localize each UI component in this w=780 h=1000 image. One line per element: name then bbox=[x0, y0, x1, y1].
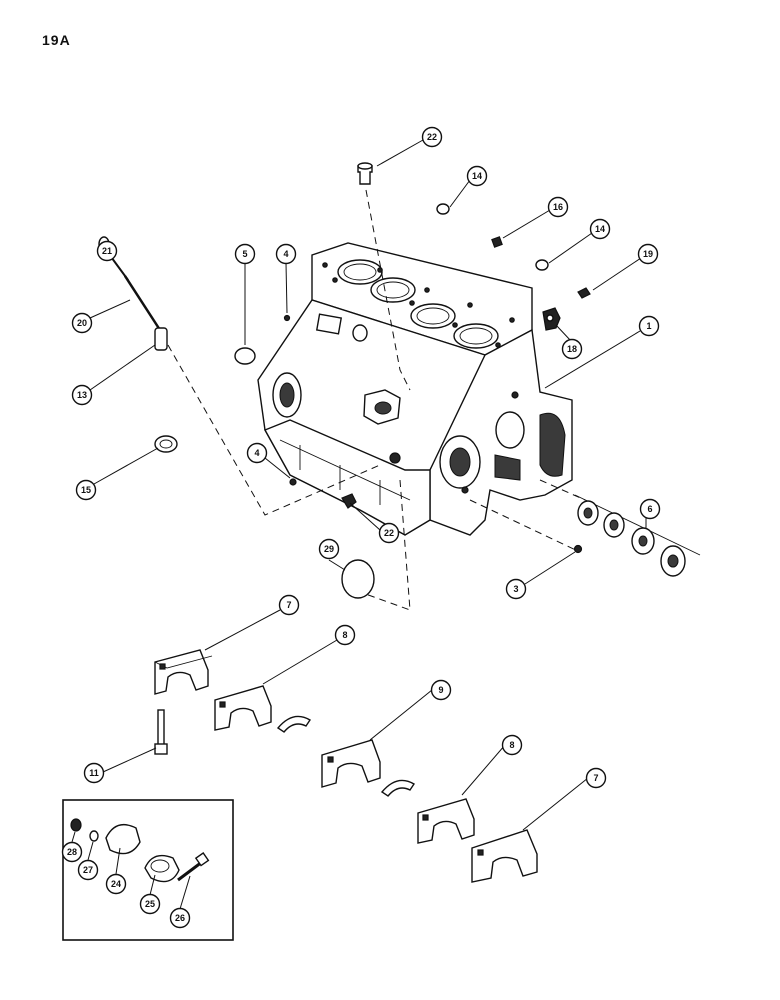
callout-11: 11 bbox=[83, 762, 105, 784]
callout-14: 14 bbox=[589, 218, 611, 240]
svg-text:5: 5 bbox=[242, 249, 247, 259]
svg-text:19: 19 bbox=[643, 249, 653, 259]
svg-text:7: 7 bbox=[593, 773, 598, 783]
svg-text:22: 22 bbox=[427, 132, 437, 142]
part-27-washer bbox=[89, 830, 99, 842]
svg-text:9: 9 bbox=[438, 685, 443, 695]
part-6-cam-bearings bbox=[574, 494, 701, 577]
svg-text:3: 3 bbox=[513, 584, 518, 594]
part-14-plug-lower bbox=[535, 259, 549, 271]
svg-text:14: 14 bbox=[472, 171, 482, 181]
svg-text:29: 29 bbox=[324, 544, 334, 554]
part-7-bearing-cap-front bbox=[154, 649, 213, 695]
thrust-washer-lower bbox=[380, 779, 415, 797]
part-9-bearing-cap-center bbox=[321, 739, 381, 788]
svg-text:4: 4 bbox=[254, 448, 259, 458]
callout-25: 25 bbox=[139, 893, 161, 915]
part-7-bearing-cap-rear bbox=[471, 829, 538, 883]
inset-box bbox=[62, 799, 234, 941]
svg-text:13: 13 bbox=[77, 390, 87, 400]
callout-15: 15 bbox=[75, 479, 97, 501]
part-3-plug bbox=[573, 544, 583, 554]
leader-lines bbox=[71, 139, 647, 910]
part-29-plug bbox=[341, 559, 375, 599]
svg-text:20: 20 bbox=[77, 318, 87, 328]
svg-text:28: 28 bbox=[67, 847, 77, 857]
svg-text:1: 1 bbox=[646, 321, 651, 331]
callout-24: 24 bbox=[105, 873, 127, 895]
callout-28: 28 bbox=[61, 841, 83, 863]
svg-text:4: 4 bbox=[283, 249, 288, 259]
callout-18: 18 bbox=[561, 338, 583, 360]
callout-1: 1 bbox=[638, 315, 660, 337]
part-18-fitting bbox=[542, 307, 561, 331]
part-5-plug bbox=[234, 347, 256, 365]
svg-text:27: 27 bbox=[83, 865, 93, 875]
callouts: 22 14 16 14 19 18 1 5 4 21 20 13 15 4 22… bbox=[61, 126, 661, 929]
callout-23: 22 bbox=[378, 522, 400, 544]
callout-26: 26 bbox=[169, 907, 191, 929]
callout-7: 7 bbox=[585, 767, 607, 789]
callout-4: 4 bbox=[275, 243, 297, 265]
part-8-bearing-cap-front bbox=[214, 685, 272, 731]
callout-4: 4 bbox=[246, 442, 268, 464]
callout-9: 9 bbox=[430, 679, 452, 701]
callout-8: 8 bbox=[501, 734, 523, 756]
callout-6: 6 bbox=[639, 498, 661, 520]
part-23-fitting bbox=[341, 493, 357, 509]
callout-19: 19 bbox=[637, 243, 659, 265]
svg-text:8: 8 bbox=[342, 630, 347, 640]
callout-5: 5 bbox=[234, 243, 256, 265]
part-26-bolt bbox=[177, 852, 210, 882]
svg-text:18: 18 bbox=[567, 344, 577, 354]
svg-text:14: 14 bbox=[595, 224, 605, 234]
callout-3: 3 bbox=[505, 578, 527, 600]
svg-text:6: 6 bbox=[647, 504, 652, 514]
svg-text:15: 15 bbox=[81, 485, 91, 495]
part-22-cap bbox=[357, 162, 373, 185]
part-13-dipstick-tube bbox=[154, 327, 168, 351]
svg-text:11: 11 bbox=[89, 768, 99, 778]
thrust-washer-upper bbox=[276, 715, 311, 733]
part-15-seal bbox=[154, 435, 178, 453]
page-number: 19A bbox=[42, 32, 71, 48]
svg-text:21: 21 bbox=[102, 246, 112, 256]
part-11-bolt bbox=[154, 709, 168, 755]
part-16-fitting bbox=[491, 236, 503, 248]
callout-7: 7 bbox=[278, 594, 300, 616]
callout-13: 13 bbox=[71, 384, 93, 406]
callout-14: 14 bbox=[466, 165, 488, 187]
svg-text:22: 22 bbox=[384, 528, 394, 538]
part-28-nut bbox=[70, 818, 82, 832]
callout-29: 29 bbox=[318, 538, 340, 560]
part-25-gasket bbox=[144, 854, 180, 883]
part-20-dipstick-blade bbox=[123, 275, 162, 331]
svg-text:24: 24 bbox=[111, 879, 121, 889]
svg-text:7: 7 bbox=[286, 600, 291, 610]
callout-8: 8 bbox=[334, 624, 356, 646]
svg-text:26: 26 bbox=[175, 913, 185, 923]
part-14-plug-upper bbox=[436, 203, 450, 215]
svg-text:16: 16 bbox=[553, 202, 563, 212]
part-4-plug-upper bbox=[283, 314, 291, 322]
svg-text:8: 8 bbox=[509, 740, 514, 750]
svg-text:25: 25 bbox=[145, 899, 155, 909]
cylinder-block bbox=[257, 242, 573, 536]
callout-22: 22 bbox=[421, 126, 443, 148]
callout-27: 27 bbox=[77, 859, 99, 881]
callout-16: 16 bbox=[547, 196, 569, 218]
callout-21: 21 bbox=[96, 240, 118, 262]
part-8-bearing-cap-rear bbox=[417, 798, 475, 844]
callout-20: 20 bbox=[71, 312, 93, 334]
part-19-fitting bbox=[577, 287, 591, 299]
part-24-cover bbox=[105, 824, 141, 855]
part-4-plug-lower bbox=[289, 478, 297, 486]
